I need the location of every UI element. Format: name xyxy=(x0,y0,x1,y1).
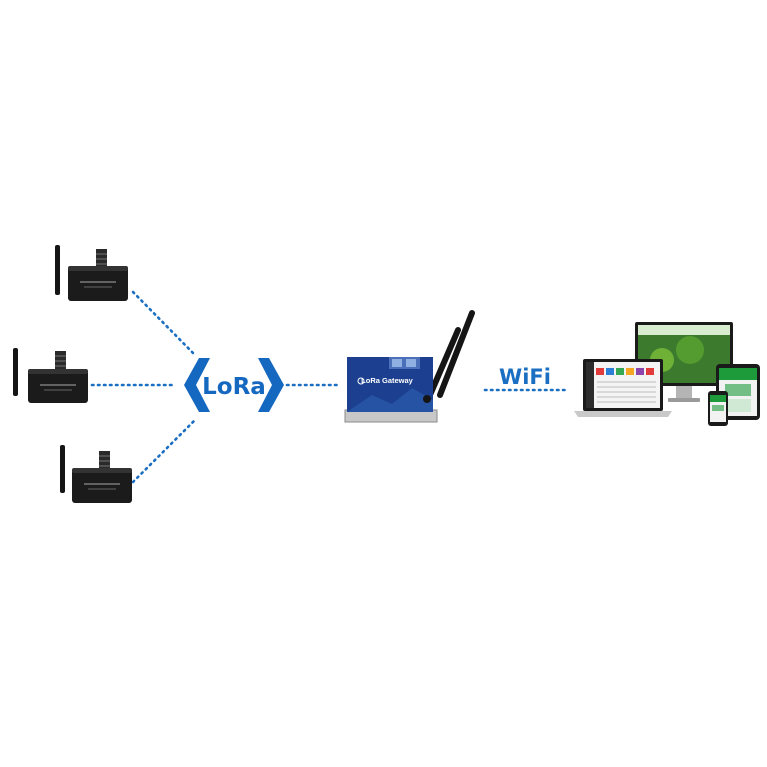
antenna xyxy=(427,327,461,398)
lora-sensor-node-2 xyxy=(13,348,88,403)
phone xyxy=(708,391,728,426)
lora-sensor-node-1 xyxy=(55,245,128,301)
lora-gateway: LoRa Gateway xyxy=(344,310,475,423)
antenna xyxy=(60,445,65,493)
sensor-enclosure xyxy=(68,266,128,301)
antenna xyxy=(13,348,18,396)
sensor-enclosure xyxy=(28,369,88,403)
link-sensor3-to-lora xyxy=(131,418,197,484)
client-devices xyxy=(574,322,760,426)
chevron-right-icon xyxy=(258,358,284,412)
antenna xyxy=(55,245,60,295)
wifi-mark-icon xyxy=(357,377,365,385)
link-sensor1-to-lora xyxy=(131,290,197,357)
laptop xyxy=(574,359,672,417)
antenna xyxy=(437,310,475,398)
lora-sensor-node-3 xyxy=(60,445,132,503)
chevron-left-icon xyxy=(184,358,210,412)
connection-lines xyxy=(90,290,570,484)
sensor-enclosure xyxy=(72,468,132,503)
lora-label: LoRa xyxy=(202,374,266,400)
wifi-label: WiFi xyxy=(499,365,551,389)
lora-badge: LoRa xyxy=(184,358,284,412)
gateway-device-text: LoRa Gateway xyxy=(361,376,414,385)
